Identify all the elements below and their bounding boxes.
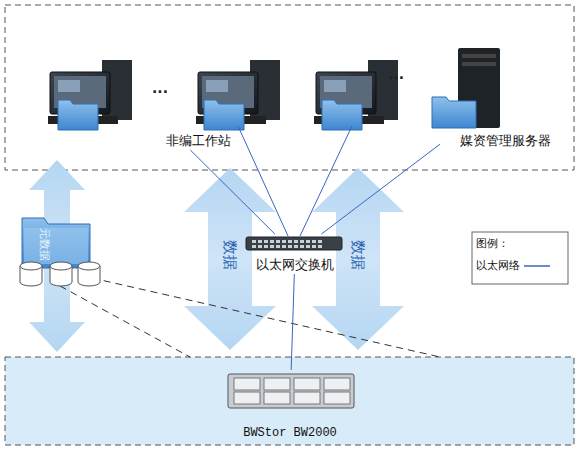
metadata-icon [20, 218, 100, 286]
storage-icon [228, 374, 354, 408]
legend-title: 图例： [476, 236, 509, 251]
ethernet-link [291, 274, 294, 370]
workstation-icon [48, 60, 132, 130]
ellipsis: ... [388, 66, 404, 82]
client-region [5, 5, 574, 170]
metadata-label: 元数据 [37, 228, 52, 261]
storage-region [5, 357, 574, 445]
projection-line [92, 278, 440, 357]
switch-icon [246, 237, 342, 250]
server-node: 媒资管理服务器 [440, 40, 570, 150]
node-text: 媒资管理服务器 [440, 132, 570, 150]
workstation-icon [196, 60, 280, 130]
legend-box [472, 232, 568, 284]
workstation-icon [314, 60, 398, 130]
switch-node: 以太网交换机 [245, 234, 345, 274]
data-label: 数据 [220, 239, 239, 269]
ethernet-link [321, 144, 440, 234]
storage-node: BWStor BW2000 [215, 370, 365, 440]
projection-line [60, 286, 190, 357]
legend-swatch [524, 265, 550, 267]
ethernet-link [190, 150, 275, 234]
ethernet-wire [300, 126, 352, 236]
legend-text: 以太网络 [476, 258, 520, 273]
data-label: 数据 [348, 239, 367, 269]
workstation-node: 非编工作站 [50, 55, 235, 150]
node-text: 非编工作站 [50, 132, 235, 150]
ellipsis: ... [152, 80, 168, 96]
server-icon [432, 48, 500, 128]
node-text: 以太网交换机 [245, 256, 345, 274]
ethernet-wire [238, 126, 288, 236]
node-text: BWStor BW2000 [215, 426, 365, 440]
